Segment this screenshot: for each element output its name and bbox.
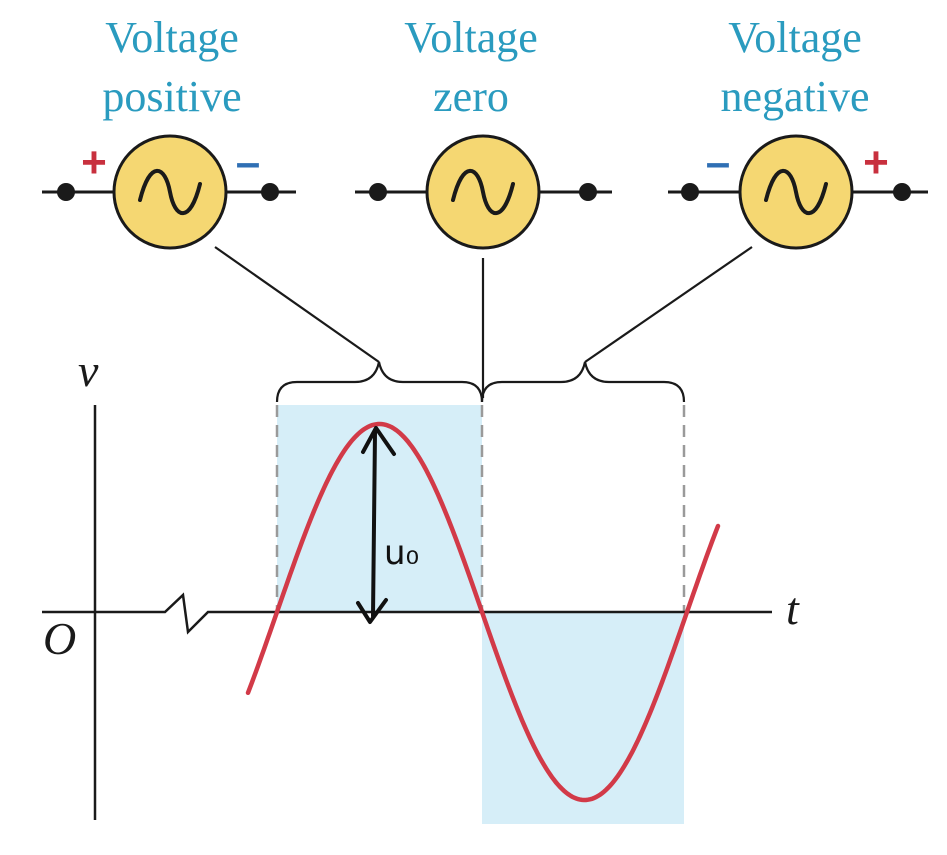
terminal-dot: [369, 183, 387, 201]
caption-positive-line2: positive: [102, 72, 241, 121]
negative-half-cycle-shade: [482, 612, 684, 824]
caption-positive-line1: Voltage: [105, 13, 239, 62]
plus-sign: +: [81, 138, 107, 187]
amplitude-label: u₀: [384, 533, 419, 573]
terminal-dot: [681, 183, 699, 201]
source-zero: Voltage zero: [355, 13, 612, 250]
terminal-dot: [261, 183, 279, 201]
origin-label: O: [43, 613, 76, 664]
amplitude-arrow: [356, 426, 396, 624]
terminal-dot: [579, 183, 597, 201]
y-axis-label: v: [78, 345, 99, 396]
dashed-guides: [275, 405, 686, 612]
caption-zero-line2: zero: [433, 72, 509, 121]
ac-source-icon: [738, 134, 854, 250]
minus-sign: –: [236, 138, 260, 187]
ac-source-icon: [112, 134, 228, 250]
x-axis: [42, 592, 772, 635]
plus-sign: +: [863, 138, 889, 187]
terminal-dot: [57, 183, 75, 201]
x-axis-label: t: [786, 583, 800, 634]
left-brace: [275, 361, 484, 403]
leader-lines: [214, 246, 753, 398]
terminal-dot: [893, 183, 911, 201]
caption-negative-line1: Voltage: [728, 13, 862, 62]
right-brace: [480, 361, 686, 403]
positive-half-cycle-shade: [277, 405, 482, 612]
source-positive: Voltage positive + –: [42, 13, 296, 250]
sine-wave-curve: [245, 421, 721, 803]
ac-source-icon: [425, 134, 541, 250]
source-negative: Voltage negative – +: [668, 13, 928, 250]
caption-zero-line1: Voltage: [404, 13, 538, 62]
caption-negative-line2: negative: [720, 72, 869, 121]
minus-sign: –: [706, 138, 730, 187]
